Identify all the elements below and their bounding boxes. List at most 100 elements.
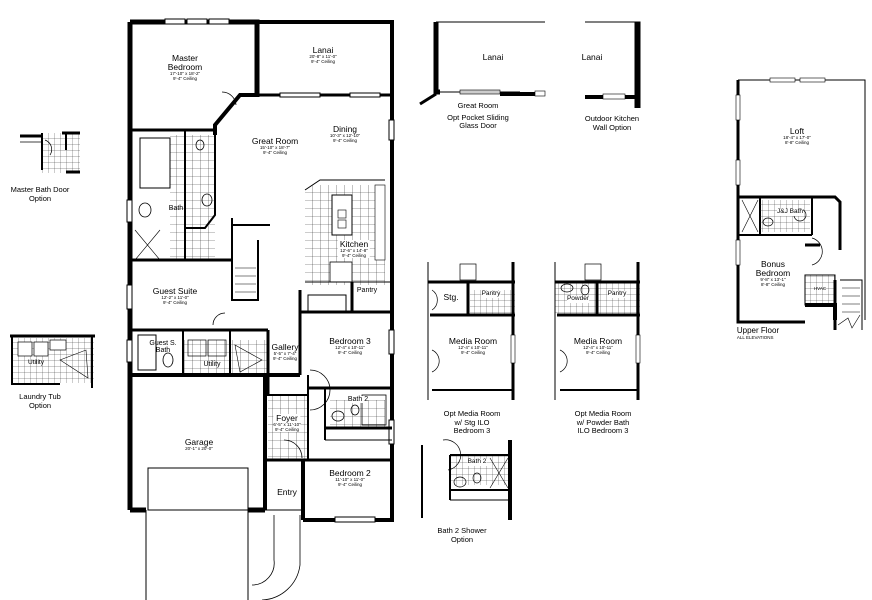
room-jj-bath: J&J Bath — [776, 208, 804, 216]
room-name: Lanai — [312, 45, 334, 55]
room-lanai: Lanai 20'-8" x 11'-0" 9'-4" Ceiling — [309, 46, 336, 64]
room-bedroom-2: Bedroom 2 11'-10" x 11'-0" 9'-4" Ceiling — [329, 469, 371, 487]
media-room-powder-option-drawing — [554, 262, 641, 400]
powder-label: Powder — [566, 295, 590, 303]
room-dimensions: 12'-4" x 10'-11" — [458, 344, 488, 350]
room-ceiling: 9'-4" Ceiling — [333, 137, 357, 143]
room-ceiling: 9'-4" Ceiling — [273, 355, 297, 361]
room-guest-bath: Guest S. Bath — [149, 340, 176, 355]
room-name: Bath 2 — [467, 458, 487, 465]
room-name: Guest S. — [149, 340, 177, 347]
room-ceiling: 9'-4" Ceiling — [263, 149, 287, 155]
bath2-shower-option-caption: Bath 2 Shower Option — [437, 526, 487, 544]
room-ceiling: 9'-4" Ceiling — [275, 426, 299, 432]
room-dimensions: 20'-8" x 11'-0" — [309, 53, 337, 59]
pocket-sliding-door-option-caption: Great Room Opt Pocket Sliding Glass Door — [447, 101, 509, 131]
room-name: Great Room — [251, 136, 299, 146]
upper-floor-drawing — [735, 77, 866, 330]
caption-line: w/ Powder Bath — [576, 417, 630, 427]
room-name: Utility — [28, 359, 44, 366]
caption-line: Bedroom 3 — [453, 426, 491, 436]
caption-line: Option — [450, 534, 474, 544]
room-name: Pantry — [607, 290, 627, 297]
room-dimensions: 11'-10" x 11'-0" — [335, 476, 365, 482]
room-pantry: Pantry — [356, 287, 378, 295]
room-dimensions: 12'-2" x 11'-0" — [161, 294, 189, 300]
caption-line: Opt Media Room — [574, 409, 632, 418]
caption-line: Laundry Tub — [19, 392, 61, 401]
room-ceiling: 9'-4" Ceiling — [338, 481, 362, 487]
caption-title: Upper Floor — [736, 326, 780, 335]
room-name: Bath 2 — [347, 396, 369, 403]
room-name: J&J Bath — [776, 208, 804, 215]
room-foyer: Foyer 6'-5" x 11'-10" 9'-4" Ceiling — [273, 413, 301, 433]
lanai-option-label: Lanai — [483, 53, 504, 62]
room-name: Media Room — [573, 336, 623, 346]
caption-line: Option — [28, 193, 52, 203]
room-name: HVAC — [813, 286, 827, 291]
room-dimensions: 12'-4" x 10'-11" — [335, 344, 365, 350]
room-kitchen: Kitchen 12'-6" x 14'-8" 9'-4" Ceiling — [337, 240, 371, 259]
room-dimensions: 18'-4" x 17'-0" — [783, 134, 811, 140]
caption-line: Outdoor Kitchen — [584, 114, 640, 123]
caption-line: Option — [28, 400, 52, 410]
caption-line: Opt Pocket Sliding — [447, 112, 509, 122]
pocket-sliding-door-option-drawing — [419, 21, 546, 106]
room-dimensions: 15'-10" x 18'-7" — [259, 144, 291, 150]
room-name: Master — [172, 53, 198, 63]
room-name: Dining — [332, 124, 358, 134]
room-ceiling: 8'-8" Ceiling — [785, 139, 809, 145]
room-loft: Loft 18'-4" x 17'-0" 8'-8" Ceiling — [783, 127, 811, 145]
caption-subtitle: ALL ELEVATIONS — [736, 335, 774, 341]
media-room-label: Media Room 12'-4" x 10'-11" 9'-4" Ceilin… — [449, 337, 497, 355]
room-utility: Utility — [203, 361, 220, 368]
room-name: Pantry — [356, 287, 378, 294]
media-room-storage-option-drawing — [427, 262, 516, 400]
room-name: Lanai — [581, 52, 603, 62]
room-ceiling: 9'-4" Ceiling — [338, 349, 362, 355]
room-dimensions: 9'-8" x 13'-1" — [760, 276, 786, 282]
room-name: Foyer — [276, 413, 298, 423]
room-ceiling: 9'-4" Ceiling — [461, 349, 485, 355]
caption-line: Great Room — [457, 101, 499, 110]
room-ceiling: 9'-4" Ceiling — [586, 349, 610, 355]
bath-2-label: Bath 2 — [467, 458, 487, 466]
room-name: Bath — [155, 347, 171, 355]
room-name: Lanai — [482, 52, 504, 62]
upper-floor-caption: Upper Floor ALL ELEVATIONS — [737, 326, 779, 340]
room-name: Garage — [184, 437, 214, 447]
room-dimensions: 12'-4" x 10'-11" — [583, 344, 613, 350]
room-ceiling: 9'-4" Ceiling — [342, 252, 366, 258]
room-name: Guest Suite — [152, 286, 198, 296]
room-name: Loft — [789, 126, 805, 136]
room-name: Pantry — [481, 290, 501, 297]
room-dimensions: 10'-3" x 12'-10" — [329, 132, 361, 138]
media-room-powder-option-caption: Opt Media Room w/ Powder Bath ILO Bedroo… — [574, 409, 632, 436]
room-dining: Dining 10'-3" x 12'-10" 9'-4" Ceiling — [330, 125, 360, 143]
room-guest-suite: Guest Suite 12'-2" x 11'-0" 9'-4" Ceilin… — [153, 287, 197, 305]
laundry-utility-label: Utility — [28, 359, 44, 367]
room-ceiling: 9'-4" Ceiling — [311, 58, 335, 64]
room-name: Powder — [566, 295, 590, 302]
room-bath-2: Bath 2 — [347, 396, 369, 404]
room-dimensions: 20'-1" x 20'-0" — [185, 445, 213, 451]
caption-line: w/ Stg ILO — [454, 417, 490, 427]
media-room-label: Media Room 12'-4" x 10'-11" 9'-4" Ceilin… — [574, 337, 622, 355]
room-bedroom-3: Bedroom 3 12'-4" x 10'-11" 9'-4" Ceiling — [329, 337, 371, 355]
caption-line: Bath 2 Shower — [437, 526, 487, 535]
room-master-bath: Bath — [169, 205, 183, 212]
room-name: Bedroom — [167, 61, 203, 72]
room-bonus-bedroom: Bonus Bedroom 9'-8" x 13'-1" 8'-8" Ceili… — [756, 260, 791, 287]
room-ceiling: 9'-4" Ceiling — [173, 75, 197, 81]
room-ceiling: 9'-4" Ceiling — [163, 299, 187, 305]
room-name: Bedroom — [755, 267, 791, 278]
caption-line: Wall Option — [592, 122, 632, 132]
room-ceiling: 8'-8" Ceiling — [761, 281, 785, 287]
room-name: Gallery — [271, 342, 299, 352]
room-dimensions: 5'-5" x 7'-4" — [273, 350, 297, 356]
room-dimensions: 17'-10" x 18'-2" — [169, 70, 201, 76]
media-room-storage-option-caption: Opt Media Room w/ Stg ILO Bedroom 3 — [444, 409, 501, 436]
caption-line: Glass Door — [459, 121, 497, 131]
master-bath-door-option-caption: Master Bath Door Option — [11, 185, 70, 203]
room-great-room: Great Room 15'-10" x 18'-7" 9'-4" Ceilin… — [252, 137, 298, 155]
